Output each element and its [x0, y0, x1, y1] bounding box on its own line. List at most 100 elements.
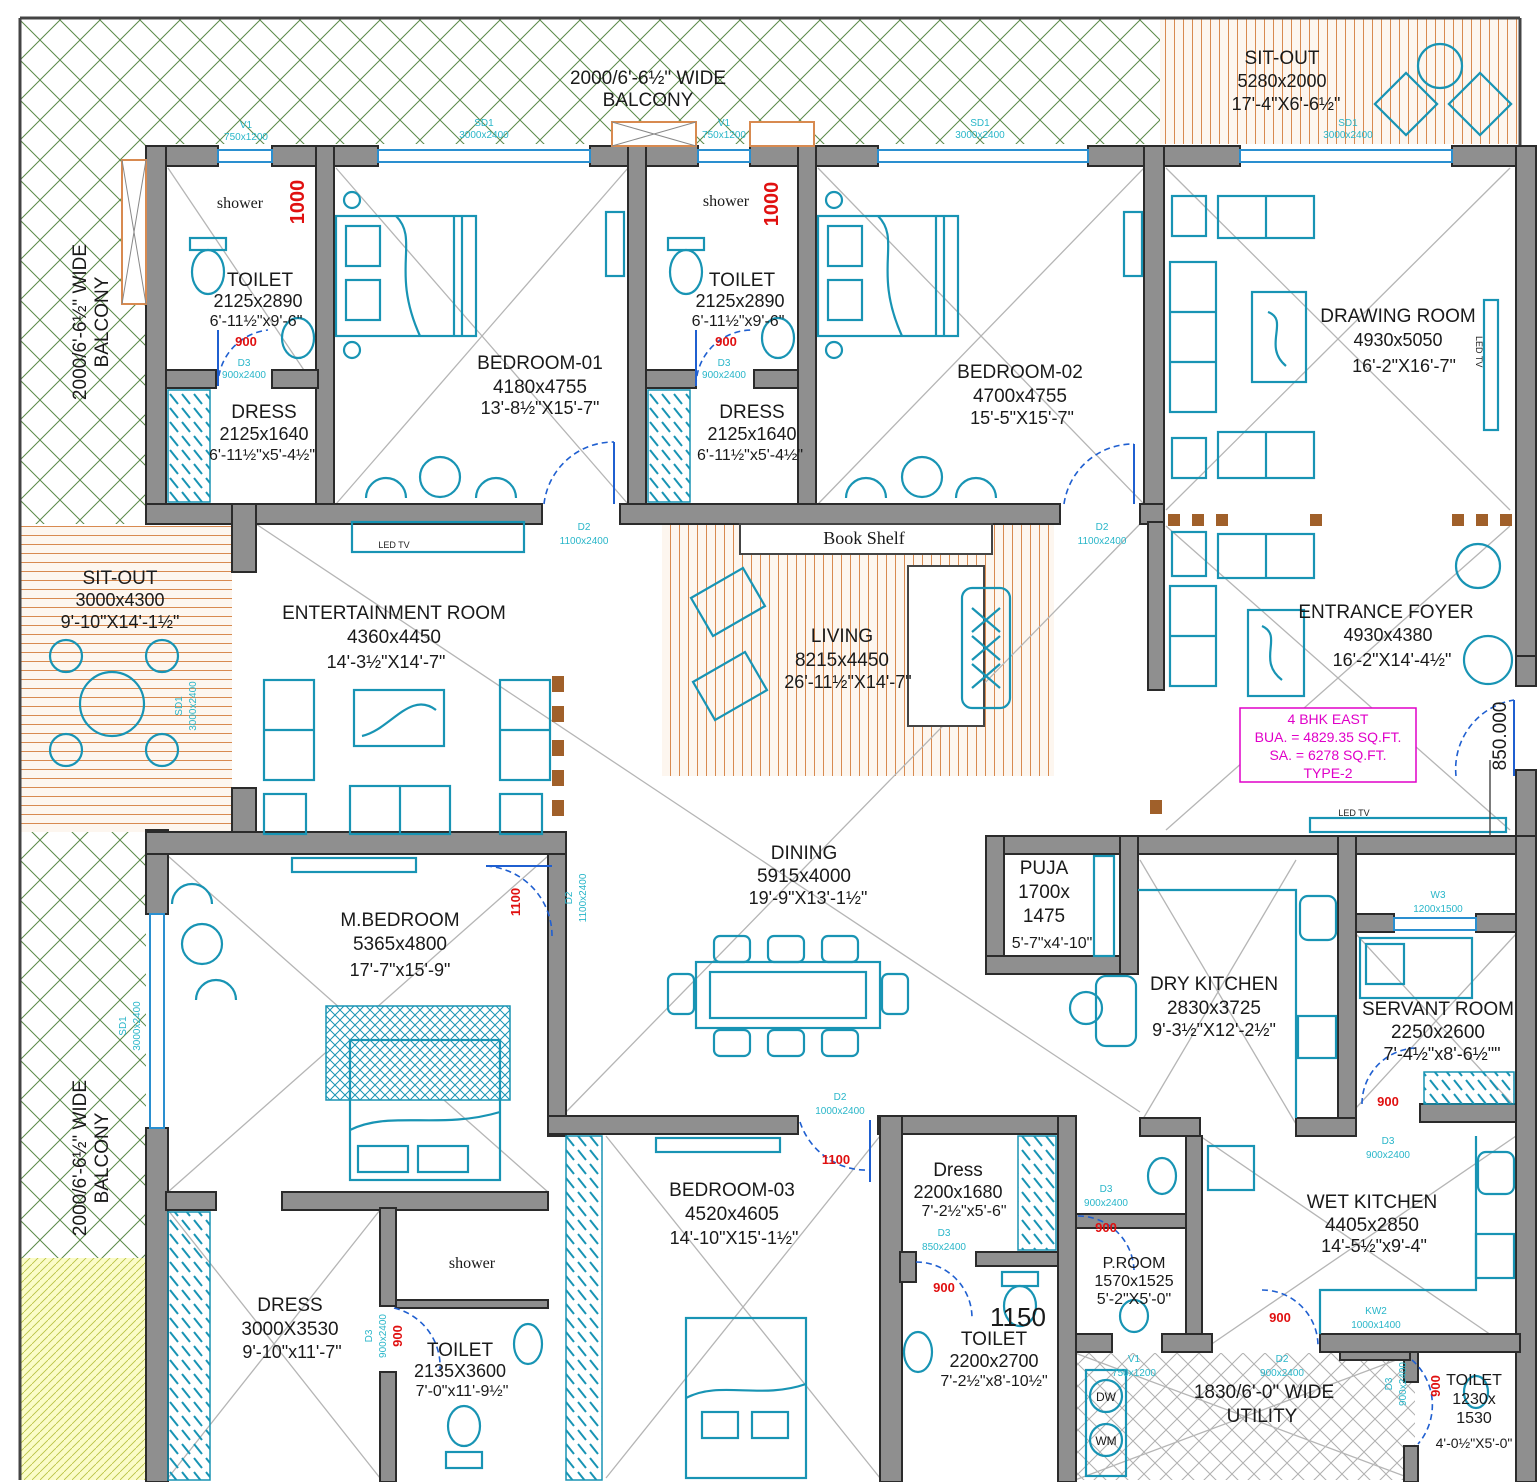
w3-tag: W3 [1431, 890, 1446, 901]
dim-1150: 1150 [990, 1302, 1046, 1332]
mbedroom-name: M.BEDROOM [340, 910, 459, 931]
toilet3-dim: 2135X3600 [414, 1361, 506, 1381]
wood-posts [552, 514, 1512, 816]
w3-size: 1200x1500 [1413, 904, 1463, 915]
d3-tag-d: D3 [1100, 1184, 1113, 1195]
dw-label: DW [1096, 1390, 1117, 1404]
toilet1-name: TOILET [227, 270, 294, 291]
dim-900-f: 900 [1269, 1310, 1291, 1325]
mdress-name: DRESS [257, 1295, 322, 1316]
foyer-imp: 16'-2"X14'-4½" [1333, 650, 1452, 670]
led-tv-foyer: LED TV [1338, 808, 1369, 818]
puja-dim2: 1475 [1023, 906, 1065, 927]
sitout-ne-name: SIT-OUT [1245, 48, 1320, 69]
d2-size-b: 1100x2400 [1078, 536, 1127, 547]
toilet1-dim: 2125x2890 [213, 291, 302, 311]
info-line2: BUA. = 4829.35 SQ.FT. [1255, 729, 1402, 745]
dress1-dim: 2125x1640 [219, 424, 308, 444]
d2-tag-b: D2 [1096, 522, 1109, 533]
v1-size-a: 750x1200 [224, 132, 268, 143]
dim-900-b: 900 [715, 334, 737, 349]
bedroom3-imp: 14'-10"X15'-1½" [670, 1228, 799, 1248]
sd1-size-w: 3000x2400 [188, 681, 199, 731]
bedroom2-imp: 15'-5"X15'-7" [970, 408, 1074, 428]
entertainment-dim: 4360x4450 [347, 627, 441, 648]
sitout-ne-imp: 17'-4"X6'-6½" [1232, 94, 1341, 114]
living-imp: 26'-11½"X14'-7" [784, 672, 911, 692]
led-tv-entertainment: LED TV [378, 540, 409, 550]
dim-1100-b: 1100 [822, 1152, 850, 1167]
led-tv-drawing: LED TV [1474, 336, 1484, 367]
dress1-name: DRESS [231, 402, 296, 423]
sitout-w-dim: 3000x4300 [75, 590, 164, 610]
utility-line2: UTILITY [1227, 1406, 1298, 1427]
v1-size-b: 750x1200 [702, 130, 746, 141]
puja-dim1: 1700x [1018, 882, 1070, 903]
balcony-top-line1: 2000/6'-6½" WIDE [570, 68, 726, 89]
drykitchen-name: DRY KITCHEN [1150, 974, 1278, 995]
d3-size-f: 900x2400 [378, 1314, 389, 1358]
dim-900-d: 900 [933, 1280, 955, 1295]
info-line3: SA. = 6278 SQ.FT. [1269, 747, 1386, 763]
bedroom3-name: BEDROOM-03 [669, 1180, 795, 1201]
foyer-dim: 4930x4380 [1343, 625, 1432, 645]
labels: 2000/6'-6½" WIDE BALCONY 2000/6'-6½" WID… [61, 48, 1514, 1451]
d3-size-c: 900x2400 [1366, 1150, 1410, 1161]
balcony-left-top-line2: BALCONY [92, 276, 113, 367]
wm-label: WM [1095, 1434, 1116, 1448]
utility-line1: 1830/6'-0" WIDE [1194, 1382, 1334, 1403]
toilet5-imp: 4'-0½"X5'-0" [1436, 1435, 1513, 1451]
dim-850: 850.000 [1490, 702, 1511, 771]
toilet5-dim2: 1530 [1456, 1410, 1492, 1427]
info-line1: 4 BHK EAST [1288, 711, 1369, 727]
sd1-size-mb: 3000x2400 [132, 1001, 143, 1051]
v1-tag-a: V1 [240, 120, 253, 131]
v1-tag-b: V1 [718, 118, 731, 129]
servant-name: SERVANT ROOM [1362, 999, 1514, 1020]
wetkitchen-imp: 14'-5½"x9'-4" [1321, 1236, 1427, 1256]
dress2-imp: 6'-11½"x5'-4½" [697, 447, 803, 464]
info-box [1239, 707, 1417, 783]
dress2-dim: 2125x1640 [707, 424, 796, 444]
dim-900-c: 900 [390, 1325, 405, 1347]
sd1-size-b: 3000x2400 [955, 130, 1005, 141]
bedroom1-imp: 13'-8½"X15'-7" [481, 398, 600, 418]
dim-900-e: 900 [1095, 1220, 1117, 1235]
drawing-dim: 4930x5050 [1353, 330, 1442, 350]
toilet4-name: TOILET [961, 1329, 1028, 1350]
balcony-top-line2: BALCONY [603, 90, 694, 111]
kw2-size: 1000x1400 [1351, 1320, 1401, 1331]
entertainment-name: ENTERTAINMENT ROOM [282, 603, 506, 624]
toilet1-imp: 6'-11½"x9'-6" [210, 313, 303, 330]
sd1-tag-mb: SD1 [118, 1016, 129, 1036]
mdress-imp: 9'-10"x11'-7" [242, 1342, 341, 1362]
walls [145, 145, 1537, 1482]
d2-tag-e: D2 [1276, 1354, 1289, 1365]
d3-tag-a: D3 [238, 358, 251, 369]
book-shelf-label: Book Shelf [823, 528, 905, 548]
toilet5-name: TOILET [1446, 1372, 1502, 1389]
toilet2-name: TOILET [709, 270, 776, 291]
d2-size-e: 900x2400 [1260, 1368, 1304, 1379]
sd1-size-a: 3000x2400 [459, 130, 509, 141]
dress3-imp: 7'-2½"x5'-6" [921, 1203, 1006, 1220]
bedroom1-dim: 4180x4755 [493, 377, 587, 398]
sd1-size-c: 3000x2400 [1323, 130, 1373, 141]
dining-name: DINING [771, 843, 838, 864]
dim-1000-a: 1000 [287, 180, 309, 225]
bedroom2-name: BEDROOM-02 [957, 362, 1083, 383]
shower-label-3: shower [449, 1255, 496, 1272]
sitout-w-imp: 9'-10"X14'-1½" [61, 612, 180, 632]
toilet2-imp: 6'-11½"x9'-6" [692, 313, 785, 330]
servant-dim: 2250x2600 [1391, 1022, 1485, 1043]
d3-size-g: 900x2400 [1398, 1362, 1409, 1406]
d3-tag-b: D3 [718, 358, 731, 369]
wetkitchen-name: WET KITCHEN [1307, 1192, 1438, 1213]
sd1-tag-w: SD1 [174, 696, 185, 716]
mdress-dim: 3000X3530 [241, 1319, 338, 1340]
bedroom2-dim: 4700x4755 [973, 386, 1067, 407]
windows [121, 121, 1477, 1129]
bedroom1-name: BEDROOM-01 [477, 353, 603, 374]
dress3-dim: 2200x1680 [913, 1182, 1002, 1202]
